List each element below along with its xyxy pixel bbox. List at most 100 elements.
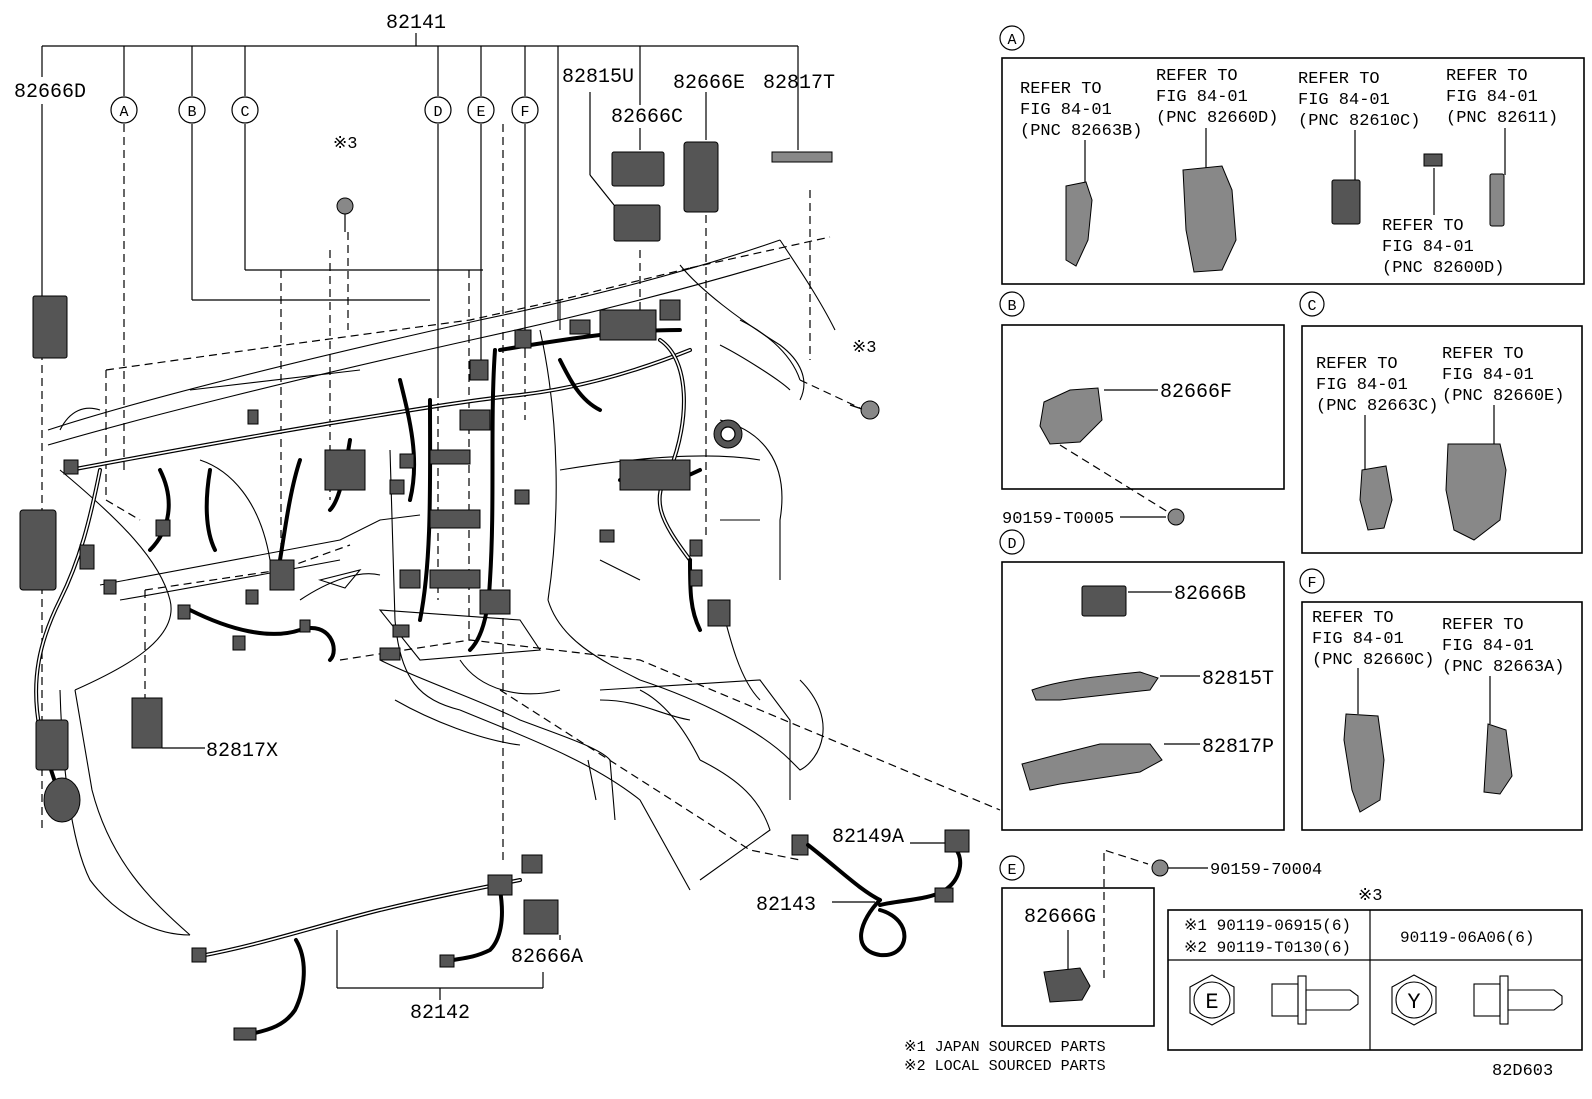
bolt-icon [1151, 859, 1169, 877]
callout-A: A [119, 104, 128, 121]
svg-text:FIG 84-01: FIG 84-01 [1298, 91, 1390, 110]
label-82142: 82142 [410, 1002, 470, 1025]
notes: ※1 JAPAN SOURCED PARTS ※2 LOCAL SOURCED … [904, 1039, 1553, 1081]
panel-B-bolt-90159-T0005: 90159-T0005 [1002, 510, 1114, 529]
part-82666E [683, 141, 719, 213]
hex-head-icon [1189, 974, 1235, 1026]
panel-B-letter: B [1007, 298, 1016, 315]
panel-D-part-82666B: 82666B [1174, 583, 1246, 606]
svg-text:REFER TO: REFER TO [1020, 80, 1102, 99]
svg-text:(PNC 82660E): (PNC 82660E) [1442, 387, 1564, 406]
svg-text:FIG 84-01: FIG 84-01 [1312, 630, 1404, 649]
label-82666D: 82666D [14, 81, 86, 104]
callout-D: D [433, 104, 442, 121]
panel-F-ref-1: REFER TO FIG 84-01 (PNC 82660C) [1312, 609, 1434, 670]
panel-E: E 82666G 90159-70004 [999, 849, 1322, 1027]
svg-text:(PNC 82663A): (PNC 82663A) [1442, 658, 1564, 677]
part-82817X [131, 697, 163, 749]
panel-D: D 82666B 82815T 82817P [999, 529, 1285, 831]
label-82817X: 82817X [206, 740, 278, 763]
svg-text:REFER TO: REFER TO [1382, 217, 1464, 236]
svg-text:REFER TO: REFER TO [1442, 616, 1524, 635]
harness-82141-leader-tree [41, 33, 799, 390]
label-82817T: 82817T [763, 72, 835, 95]
callout-F: F [520, 104, 529, 121]
svg-text:(PNC 82600D): (PNC 82600D) [1382, 259, 1504, 278]
svg-text:FIG 84-01: FIG 84-01 [1020, 101, 1112, 120]
panel-F: F REFER TO FIG 84-01 (PNC 82660C) REFER … [1299, 568, 1583, 831]
label-82666C: 82666C [611, 106, 683, 129]
top-components [131, 141, 833, 749]
panel-A: A REFER TO FIG 84-01 (PNC 82663B) REFER … [999, 25, 1585, 285]
bolt-table: ※3 ※1 90119-06915(6) ※2 90119-T0130(6) 9… [1167, 887, 1583, 1051]
callout-E: E [476, 104, 485, 121]
panel-A-letter: A [1007, 32, 1016, 49]
main-label-leaders [162, 747, 561, 940]
svg-text:REFER TO: REFER TO [1156, 67, 1238, 86]
svg-text:REFER TO: REFER TO [1446, 67, 1528, 86]
panel-C-letter: C [1307, 298, 1316, 315]
panel-B-part-82666F: 82666F [1160, 381, 1232, 404]
harness-82143 [791, 829, 970, 958]
panel-C-ref-1: REFER TO FIG 84-01 (PNC 82663C) [1316, 355, 1438, 416]
svg-text:(PNC 82611): (PNC 82611) [1446, 109, 1558, 128]
svg-text:REFER TO: REFER TO [1312, 609, 1394, 628]
panel-E-letter: E [1007, 862, 1016, 879]
panel-D-part-82817P: 82817P [1202, 736, 1274, 759]
screw-mark-right: ※3 [852, 339, 876, 358]
label-82143: 82143 [756, 894, 816, 917]
part-82666C [611, 151, 665, 187]
hex-head-icon [1391, 974, 1437, 1026]
panel-D-letter: D [1007, 536, 1016, 553]
panel-A-ref-3: REFER TO FIG 84-01 (PNC 82610C) [1298, 70, 1420, 131]
label-82149A: 82149A [832, 826, 904, 849]
panel-E-bolt-90159-70004: 90159-70004 [1210, 861, 1322, 880]
panel-E-part-82666G: 82666G [1024, 906, 1096, 929]
svg-text:REFER TO: REFER TO [1298, 70, 1380, 89]
panel-F-letter: F [1307, 575, 1316, 592]
svg-text:(PNC 82660C): (PNC 82660C) [1312, 651, 1434, 670]
main-labels: 82141 82666D 82815U 82666E 82817T 82666C… [14, 12, 904, 1025]
svg-text:(PNC 82610C): (PNC 82610C) [1298, 112, 1420, 131]
svg-text:FIG 84-01: FIG 84-01 [1156, 88, 1248, 107]
part-82817T [771, 151, 833, 163]
panel-C-ref-2: REFER TO FIG 84-01 (PNC 82660E) [1442, 345, 1564, 406]
callout-letters-main: A B C D E F [110, 96, 539, 124]
panel-C: C REFER TO FIG 84-01 (PNC 82663C) REFER … [1299, 291, 1583, 554]
svg-text:FIG 84-01: FIG 84-01 [1382, 238, 1474, 257]
bolt-table-row2: ※2 90119-T0130(6) [1184, 939, 1351, 957]
callout-B: B [187, 104, 196, 121]
svg-text:(PNC 82663C): (PNC 82663C) [1316, 397, 1438, 416]
lower-harness-82142 [191, 854, 559, 1041]
figure-code: 82D603 [1492, 1062, 1553, 1081]
label-82666A: 82666A [511, 946, 583, 969]
label-82666E: 82666E [673, 72, 745, 95]
note-japan-sourced: ※1 JAPAN SOURCED PARTS [904, 1039, 1106, 1056]
svg-text:FIG 84-01: FIG 84-01 [1446, 88, 1538, 107]
svg-text:REFER TO: REFER TO [1442, 345, 1524, 364]
bolt-side-icon [1473, 983, 1501, 1017]
part-82815U [613, 204, 661, 242]
part-82666A [523, 899, 559, 935]
svg-text:REFER TO: REFER TO [1316, 355, 1398, 374]
label-82141: 82141 [386, 12, 446, 35]
bolt-icon [1167, 508, 1185, 526]
bolt-table-mark: ※3 [1358, 887, 1382, 906]
svg-text:FIG 84-01: FIG 84-01 [1442, 366, 1534, 385]
bolt-head-Y: Y [1407, 990, 1420, 1015]
bolt-table-row1: ※1 90119-06915(6) [1184, 917, 1351, 935]
panel-D-part-82815T: 82815T [1202, 668, 1274, 691]
screw-icon [336, 197, 354, 215]
bolt-side-icon [1271, 983, 1299, 1017]
bolt-head-E: E [1205, 990, 1218, 1015]
svg-text:(PNC 82660D): (PNC 82660D) [1156, 109, 1278, 128]
bolt-table-right: 90119-06A06(6) [1400, 929, 1534, 947]
panel-A-ref-5: REFER TO FIG 84-01 (PNC 82600D) [1382, 217, 1504, 278]
panel-A-ref-4: REFER TO FIG 84-01 (PNC 82611) [1446, 67, 1558, 128]
panel-A-ref-2: REFER TO FIG 84-01 (PNC 82660D) [1156, 67, 1278, 128]
screws-main [336, 197, 880, 420]
dashboard-body [47, 239, 836, 936]
screw-icon [860, 400, 880, 420]
callout-C: C [240, 104, 249, 121]
